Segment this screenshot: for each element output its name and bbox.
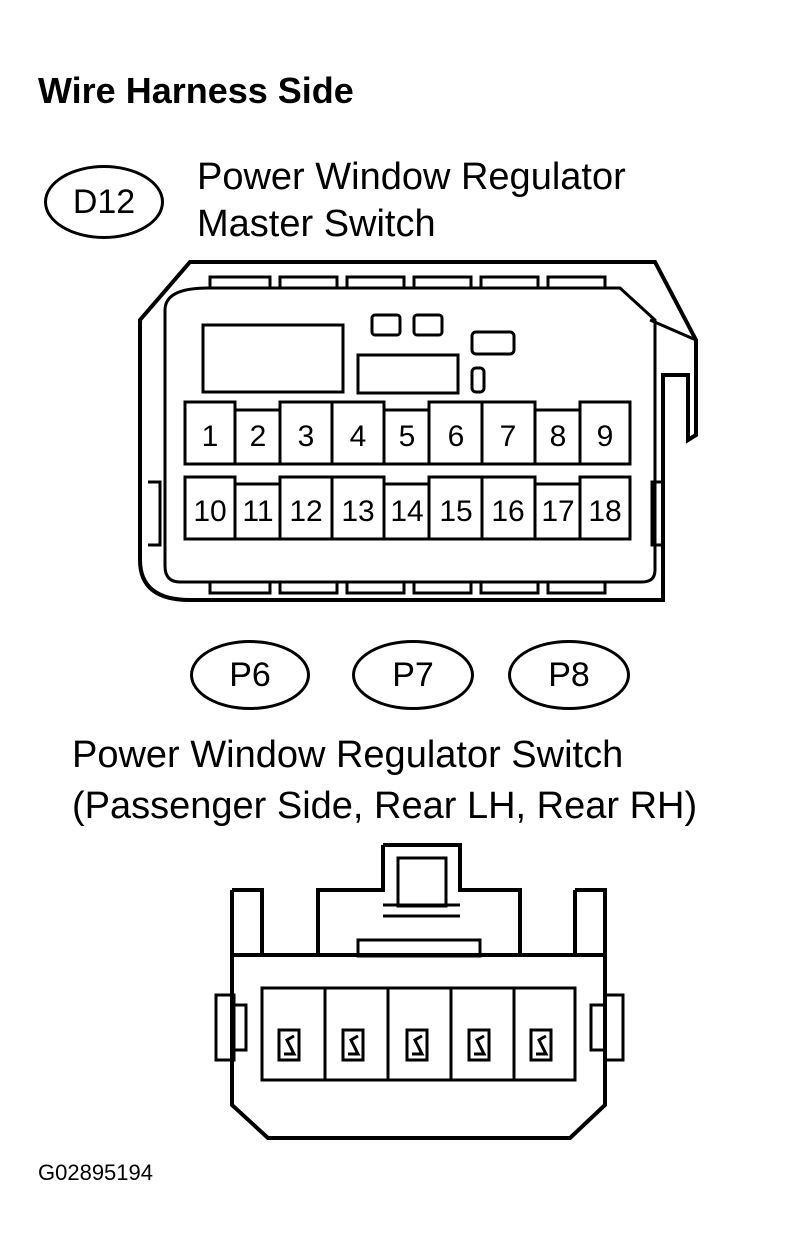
- pin-label: 11: [242, 495, 273, 528]
- connector-code-p8: P8: [508, 640, 630, 710]
- terminal-latch-icon: [536, 1034, 549, 1056]
- diagram-heading: Wire Harness Side: [38, 70, 354, 111]
- connector-d12-name-line1: Power Window Regulator: [197, 156, 626, 198]
- pin-label: 1: [202, 420, 219, 453]
- pin-label: 6: [448, 420, 465, 453]
- terminal-latch-icon: [284, 1034, 297, 1056]
- terminal: [529, 1028, 553, 1062]
- connector-p-name-line2: (Passenger Side, Rear LH, Rear RH): [72, 785, 698, 827]
- connector-d12-name-line2: Master Switch: [197, 203, 436, 245]
- terminal-latch-icon: [474, 1034, 487, 1056]
- pin-label: 13: [341, 495, 374, 528]
- pin-label: 18: [588, 495, 621, 528]
- terminal-latch-icon: [412, 1034, 425, 1056]
- connector-d12-housing: [138, 260, 698, 602]
- connector-p-housing: [214, 843, 625, 1140]
- pin-label: 14: [390, 495, 423, 528]
- pin-label: 16: [491, 495, 524, 528]
- connector-code-p7: P7: [352, 640, 474, 710]
- connector-p-name-line1: Power Window Regulator Switch: [72, 734, 624, 776]
- pin-label: 17: [541, 495, 574, 528]
- connector-d12-pin-grid: [183, 400, 632, 541]
- pin-label: 2: [250, 420, 267, 453]
- terminal: [405, 1028, 429, 1062]
- pin-label: 10: [193, 495, 226, 528]
- pin-label: 12: [289, 495, 322, 528]
- connector-code-p6: P6: [190, 640, 310, 710]
- pin-label: 9: [597, 420, 614, 453]
- figure-id: G02895194: [38, 1160, 153, 1185]
- terminal: [277, 1028, 301, 1062]
- pin-label: 15: [439, 495, 472, 528]
- connector-code-d12: D12: [44, 165, 164, 239]
- pin-label: 8: [550, 420, 567, 453]
- connector-p-terminals: [277, 1028, 553, 1062]
- connector-code-p8-text: P8: [548, 655, 590, 694]
- pin-label: 4: [350, 420, 367, 453]
- terminal-latch-icon: [348, 1034, 361, 1056]
- pin-label: 7: [500, 420, 517, 453]
- terminal: [341, 1028, 365, 1062]
- connector-code-p7-text: P7: [392, 655, 434, 694]
- pin-label: 3: [298, 420, 315, 453]
- terminal: [467, 1028, 491, 1062]
- connector-code-d12-text: D12: [72, 182, 136, 221]
- pin-label: 5: [399, 420, 416, 453]
- connector-code-p6-text: P6: [229, 655, 271, 694]
